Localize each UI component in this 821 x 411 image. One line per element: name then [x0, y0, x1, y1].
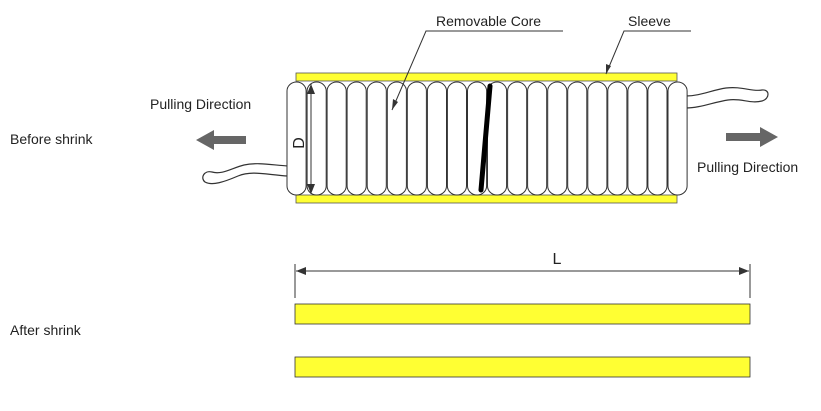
cord-left — [202, 163, 289, 185]
pulling-direction-right-label: Pulling Direction — [697, 159, 798, 175]
before-shrink-label: Before shrink — [10, 131, 93, 147]
sleeve-top-strip — [295, 72, 678, 82]
core-coil — [507, 81, 528, 196]
removable-core-leader — [391, 30, 563, 111]
core-coil — [286, 81, 307, 196]
pull-arrow-right-icon — [726, 127, 778, 147]
core-coil — [567, 81, 588, 196]
pull-arrow-left-icon — [196, 130, 246, 150]
core-coil — [627, 81, 648, 196]
shrunk-sleeve-top-strip — [294, 303, 751, 325]
core-coil — [366, 81, 387, 196]
core-coil — [326, 81, 347, 196]
core-marker-line — [478, 83, 493, 193]
after-shrink-label: After shrink — [10, 322, 82, 338]
removable-core — [286, 81, 688, 196]
core-coil — [426, 81, 447, 196]
core-coil — [406, 81, 427, 196]
core-coil — [346, 81, 367, 196]
length-label: L — [553, 251, 562, 268]
core-coil — [446, 81, 467, 196]
core-coil — [527, 81, 548, 196]
core-coil — [386, 81, 407, 196]
core-coil — [647, 81, 668, 196]
core-coil — [667, 81, 688, 196]
core-coil — [306, 81, 327, 196]
shrunk-sleeve-bottom-strip — [294, 356, 751, 378]
sleeve-label: Sleeve — [628, 13, 671, 29]
cord-right — [685, 86, 769, 109]
sleeve-leader — [605, 30, 691, 75]
diameter-label: D — [291, 137, 308, 149]
removable-core-label: Removable Core — [436, 13, 541, 29]
pulling-direction-left-label: Pulling Direction — [150, 96, 251, 112]
core-coil — [547, 81, 568, 196]
core-coil — [607, 81, 628, 196]
sleeve-bottom-strip — [295, 194, 678, 204]
core-coil — [587, 81, 608, 196]
